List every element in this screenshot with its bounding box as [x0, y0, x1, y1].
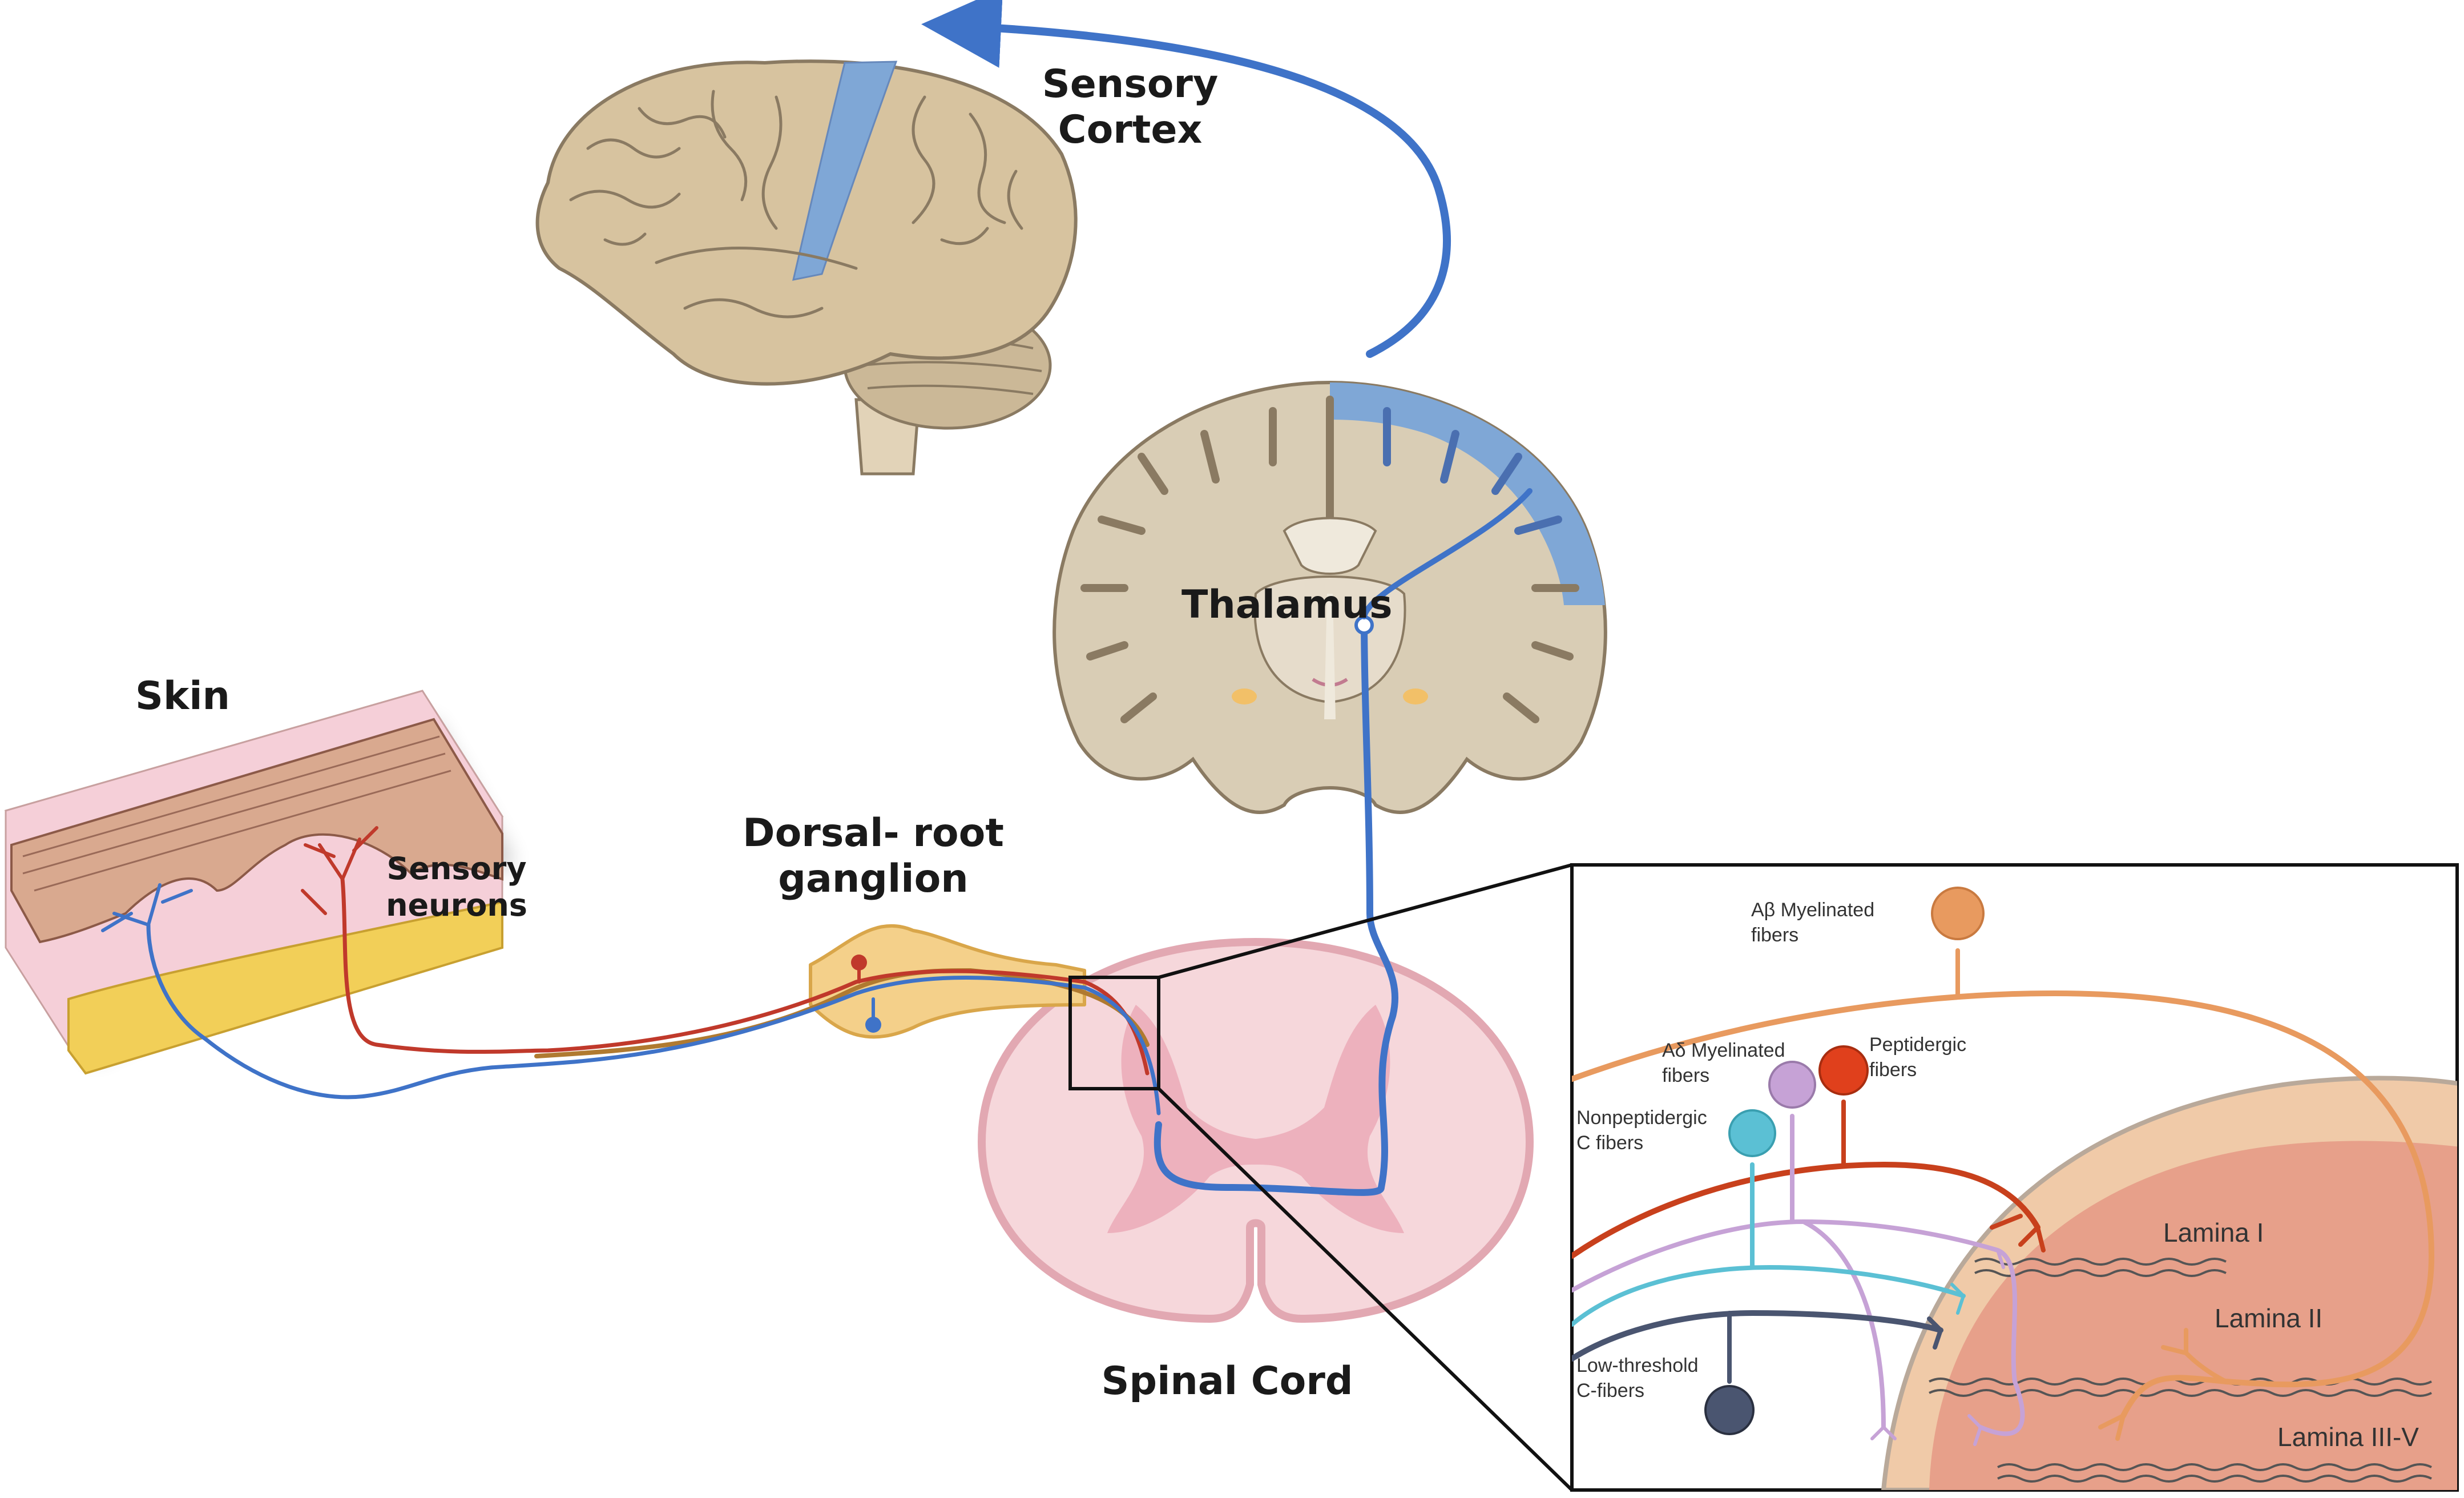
ad-fiber-label-line1: Aδ Myelinated	[1662, 1040, 1785, 1061]
spinal-cord-label: Spinal Cord	[1101, 1359, 1353, 1404]
brain-coronal-section	[1052, 380, 1607, 814]
spinothalamic-tract	[1154, 613, 1399, 1196]
grey-matter	[1107, 1005, 1404, 1233]
ab-soma	[1931, 887, 1985, 940]
sensory-neurons-label-line1: Sensory	[386, 851, 527, 887]
ad-fiber-label: Aδ Myelinated fibers	[1662, 1038, 1785, 1088]
sensory-cortex-label-line2: Cortex	[1058, 107, 1203, 153]
dorsal-horn-inner	[1929, 1141, 2457, 1490]
lamina-2-label: Lamina II	[2215, 1303, 2323, 1333]
pep-fiber-label-line2: fibers	[1869, 1059, 1917, 1081]
ab-fiber-label-line2: fibers	[1751, 924, 1799, 947]
sensory-neurons-label: Sensory neurons	[377, 851, 537, 923]
low-threshold-fiber-label-line1: Low-threshold	[1576, 1355, 1699, 1376]
pep-fiber-label-line1: Peptidergic	[1869, 1034, 1967, 1056]
low-threshold-fiber	[1572, 1310, 1943, 1362]
sensory-fibers	[101, 826, 1161, 1116]
zoom-source-box	[1068, 976, 1160, 1090]
nonpep-fiber-label: Nonpeptidergic C fibers	[1576, 1105, 1707, 1155]
nonpep-fiber	[1572, 1265, 1966, 1327]
red-fiber	[340, 877, 1150, 1076]
low-threshold-soma	[1704, 1385, 1755, 1435]
nucleus-right	[1403, 688, 1428, 704]
low-threshold-fiber-label: Low-threshold C-fibers	[1576, 1353, 1699, 1403]
epidermis	[10, 718, 503, 944]
pep-soma	[1818, 1045, 1869, 1096]
nonpep-soma	[1728, 1109, 1776, 1157]
lamina-3-label: Lamina III-V	[2277, 1422, 2419, 1452]
ascending-pathway	[921, 0, 1533, 1196]
pep-fiber	[1572, 1161, 2040, 1259]
cortex-highlight	[1330, 382, 1605, 605]
spinal-cord	[977, 937, 1534, 1323]
low-threshold-fiber-label-line2: C-fibers	[1576, 1380, 1645, 1402]
pep-fiber-label: Peptidergic fibers	[1869, 1032, 1966, 1082]
ventricles	[1283, 517, 1377, 575]
skin-label: Skin	[135, 674, 230, 719]
sensory-neurons-label-line2: neurons	[386, 887, 527, 923]
drg-label-line2: ganglion	[778, 856, 969, 902]
drg-label: Dorsal- root ganglion	[725, 811, 1022, 902]
zoom-callout	[1068, 863, 1574, 1492]
ad-fiber	[1572, 1219, 2025, 1436]
ab-fiber-label: Aβ Myelinated fibers	[1751, 897, 1874, 948]
drg-label-line1: Dorsal- root	[743, 811, 1004, 856]
nonpep-fiber-label-line1: Nonpeptidergic	[1576, 1107, 1707, 1129]
ad-soma	[1768, 1061, 1816, 1109]
dorsal-root-ganglion	[809, 924, 1086, 1039]
thalamus-label: Thalamus	[1181, 582, 1393, 627]
somatosensory-strip	[792, 61, 898, 281]
cortex-arrow	[921, 0, 1451, 358]
ab-fiber-label-line1: Aβ Myelinated	[1751, 899, 1875, 921]
skin-block	[4, 690, 514, 1075]
blue-fiber	[146, 923, 1161, 1116]
dorsal-horn-inset	[1570, 863, 2459, 1492]
ad-fiber-label-line2: fibers	[1662, 1065, 1710, 1087]
fat-layer	[67, 900, 503, 1075]
sensory-cortex-label-line1: Sensory	[1042, 62, 1219, 107]
brain-lateral	[535, 59, 1078, 476]
lamina-1-label: Lamina I	[2163, 1218, 2264, 1247]
thalamocortical-fiber	[1361, 488, 1533, 619]
nonpep-fiber-label-line2: C fibers	[1576, 1132, 1644, 1154]
nucleus-left	[1232, 688, 1257, 704]
sensory-cortex-label: Sensory Cortex	[1027, 62, 1233, 153]
